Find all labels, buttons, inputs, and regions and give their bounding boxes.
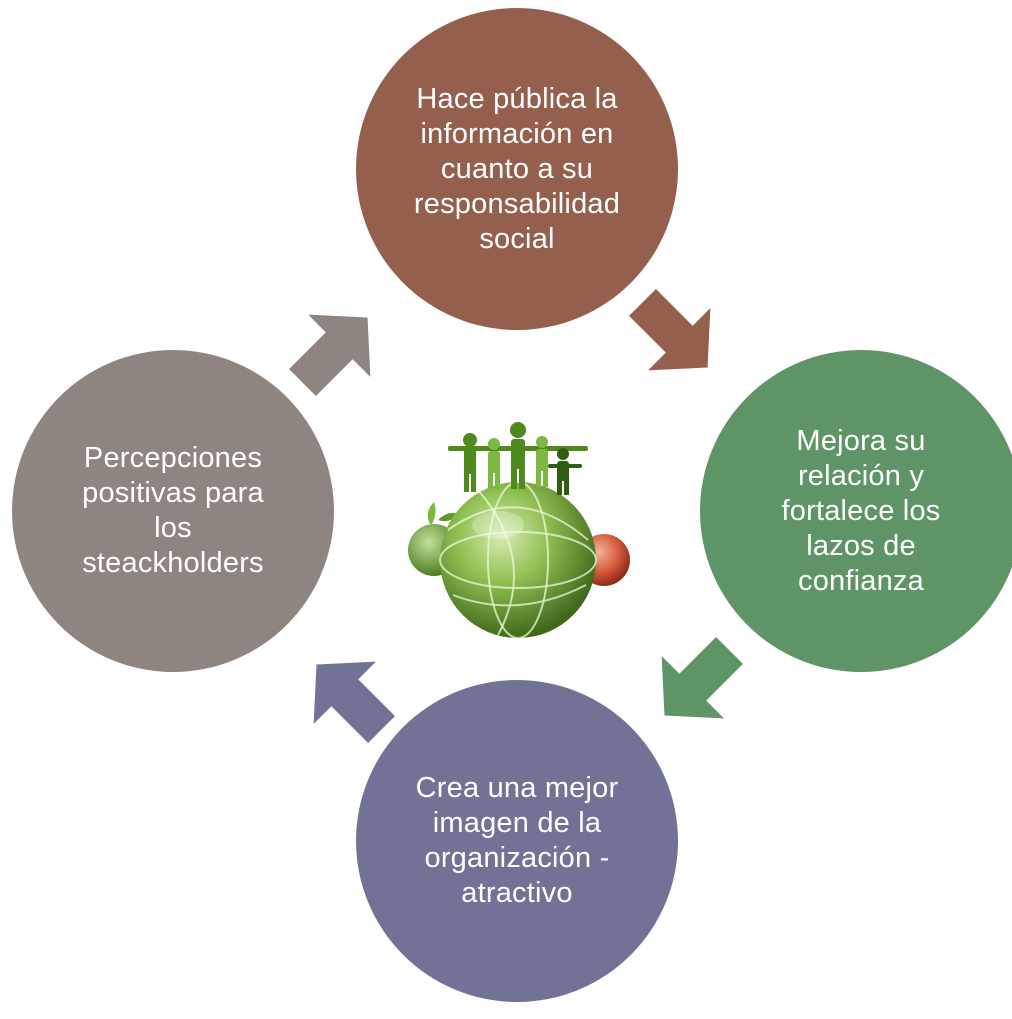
arrow-top-to-right xyxy=(611,271,739,399)
node-left-label: Percepciones positivas para los steackho… xyxy=(82,442,264,579)
node-bottom-label: Crea una mejor imagen de la organización… xyxy=(415,772,619,909)
node-left: Percepciones positivas para los steackho… xyxy=(12,350,334,672)
node-right-label: Mejora su relación y fortalece los lazos… xyxy=(781,424,941,597)
globe-with-people-icon xyxy=(408,422,630,639)
node-right: Mejora su relación y fortalece los lazos… xyxy=(700,350,1012,672)
node-top-label: Hace pública la información en cuanto a … xyxy=(413,82,621,255)
node-bottom: Crea una mejor imagen de la organización… xyxy=(356,680,678,1002)
arrow-right-to-bottom xyxy=(633,619,761,747)
node-top: Hace pública la información en cuanto a … xyxy=(356,8,678,330)
arrow-left-to-top xyxy=(271,286,399,414)
